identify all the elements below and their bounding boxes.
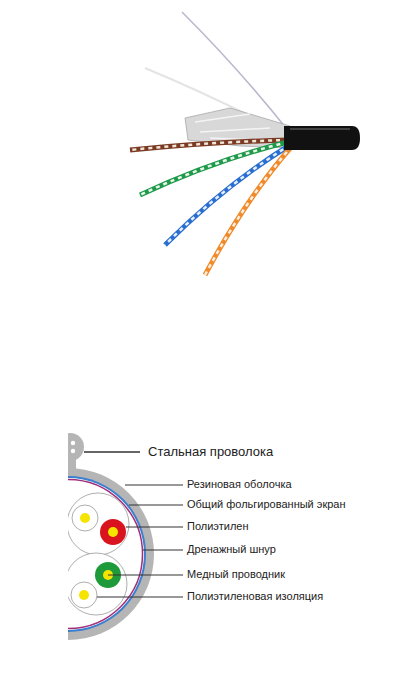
orange-pair <box>205 146 292 275</box>
cable-jacket <box>284 126 360 150</box>
steel-wire <box>68 433 84 461</box>
leader-line <box>108 575 183 576</box>
orange-pair-stripe <box>205 146 292 275</box>
callout-label: Стальная проволока <box>148 444 273 460</box>
blue-pair-stripe <box>165 145 290 245</box>
leader-line <box>84 451 140 453</box>
inner-space <box>68 478 144 630</box>
callout-label: Медный проводник <box>187 568 285 581</box>
green-pair <box>140 142 288 195</box>
foil-highlight <box>195 114 280 141</box>
cable-photo <box>130 12 360 275</box>
callout-label: Дренажный шнур <box>187 543 276 556</box>
leader-line <box>126 527 183 528</box>
cross-section <box>68 433 154 640</box>
leader-line <box>143 550 183 551</box>
copper-core <box>80 513 90 523</box>
leader-line <box>97 597 183 598</box>
blue-pair <box>165 145 290 245</box>
steel-strand <box>71 449 75 453</box>
red-insulation <box>100 519 126 545</box>
pair-wrap <box>68 553 127 615</box>
leader-line <box>129 505 183 506</box>
callout-label: Полиэтилен <box>187 520 249 533</box>
callout-label: Полиэтиленовая изоляция <box>187 590 323 603</box>
copper-core <box>79 590 89 600</box>
white-insulation <box>71 582 97 608</box>
leader-lines <box>84 452 183 597</box>
foil-screen-ring <box>68 476 146 632</box>
jacket-highlight <box>290 128 350 130</box>
pair-wrap <box>68 493 129 555</box>
copper-core <box>108 527 118 537</box>
rubber-sheath <box>68 468 154 640</box>
callout-label: Общий фольгированный экран <box>187 498 346 511</box>
leader-line <box>125 485 183 486</box>
white-insulation <box>72 505 98 531</box>
steel-strand <box>71 441 75 445</box>
callout-label: Резиновая оболочка <box>187 478 292 491</box>
drain-ring <box>68 480 143 629</box>
green-pair-stripe <box>140 142 288 195</box>
